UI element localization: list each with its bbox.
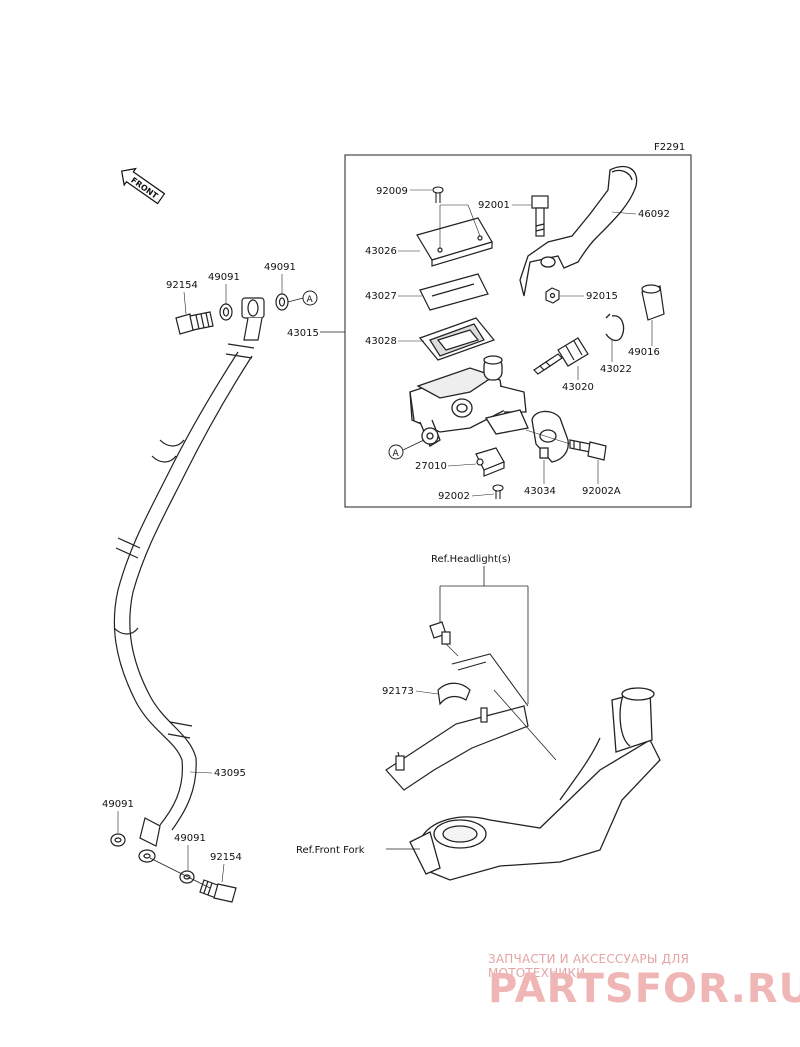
- part-labels: 92009 92001 46092 43026 43027 92015 4301…: [102, 186, 670, 883]
- label-92002: 92002: [438, 491, 470, 502]
- headlight-bolt: [429, 621, 451, 645]
- leader-43026-b: [467, 204, 481, 237]
- screw-92002: [492, 484, 504, 499]
- label-92009: 92009: [376, 186, 408, 197]
- washer-lower-b-49091: [179, 870, 195, 884]
- headlight-bolt-axis: [445, 643, 459, 657]
- figure-code: F2291: [654, 142, 685, 153]
- connector-a-lower-leader: [402, 439, 425, 451]
- connector-a-upper: A: [302, 290, 318, 306]
- ref-headlight-diag: [493, 689, 557, 761]
- label-43027: 43027: [365, 291, 397, 302]
- label-43034: 43034: [524, 486, 556, 497]
- watermark-logo: PARTSFOR.RU: [488, 966, 800, 1012]
- label-43022: 43022: [600, 364, 632, 375]
- label-92001: 92001: [478, 200, 510, 211]
- label-49091-top-b: 49091: [264, 262, 296, 273]
- brake-lever-46092: [519, 165, 638, 297]
- connector-a-lower: A: [388, 444, 404, 460]
- circlip-43022: [605, 313, 625, 342]
- master-cylinder-body: [409, 355, 529, 447]
- master-cylinder-detail-box: [344, 154, 692, 508]
- dust-boot-49016: [641, 284, 665, 321]
- label-43095: 43095: [214, 768, 246, 779]
- diaphragm-43028: [418, 317, 496, 361]
- washer-upper-a-49091: [219, 303, 233, 321]
- label-92154-top: 92154: [166, 280, 198, 291]
- diaphragm-plate-43027: [419, 273, 489, 311]
- nut-92015: [545, 287, 560, 304]
- label-43015: 43015: [287, 328, 319, 339]
- headlight-stay: [385, 705, 529, 791]
- washer-upper-b-49091: [275, 293, 289, 311]
- holder-clamp-43034: [531, 410, 569, 463]
- ref-front-fork: Ref.Front Fork: [296, 845, 365, 856]
- screw-92009: [432, 186, 444, 203]
- label-49091-bot-a: 49091: [102, 799, 134, 810]
- label-43020: 43020: [562, 382, 594, 393]
- watermark-caption: ЗАПЧАСТИ И АКСЕССУАРЫ ДЛЯ МОТОТЕХНИКИ: [488, 952, 689, 980]
- washer-lower-a-49091: [110, 833, 126, 847]
- clip-92173: [437, 682, 471, 706]
- upper-banjo-fitting: [241, 297, 265, 341]
- label-43026: 43026: [365, 246, 397, 257]
- label-46092: 46092: [638, 209, 670, 220]
- lower-bolt-axis: [149, 857, 211, 889]
- steering-stem-upper-bracket: [409, 687, 661, 881]
- label-49091-bot-b: 49091: [174, 833, 206, 844]
- front-arrow-icon: FRONT: [121, 167, 166, 205]
- label-27010: 27010: [415, 461, 447, 472]
- connector-a-upper-label: A: [307, 295, 314, 305]
- pivot-bolt-92001: [531, 195, 549, 237]
- connector-a-upper-leader: [287, 297, 304, 303]
- bracket-plate: [451, 653, 529, 707]
- label-92154-bot: 92154: [210, 852, 242, 863]
- label-49091-top-a: 49091: [208, 272, 240, 283]
- piston-kit-43020: [533, 337, 589, 375]
- bolt-92002a: [569, 439, 607, 461]
- bolt-92002a-axis: [525, 429, 571, 445]
- connector-a-lower-label: A: [393, 449, 400, 459]
- banjo-bolt-upper-92154: [175, 311, 214, 335]
- stop-switch-27010: [475, 447, 505, 477]
- reservoir-cap-43026: [416, 217, 493, 267]
- brake-hose-43095: [113, 343, 255, 831]
- lower-banjo-fitting: [138, 817, 161, 863]
- label-49016: 49016: [628, 347, 660, 358]
- banjo-bolt-lower-92154: [199, 879, 237, 903]
- label-43028: 43028: [365, 336, 397, 347]
- ref-headlight: Ref.Headlight(s): [431, 554, 511, 565]
- label-92015: 92015: [586, 291, 618, 302]
- label-92173: 92173: [382, 686, 414, 697]
- label-92002a: 92002A: [582, 486, 621, 497]
